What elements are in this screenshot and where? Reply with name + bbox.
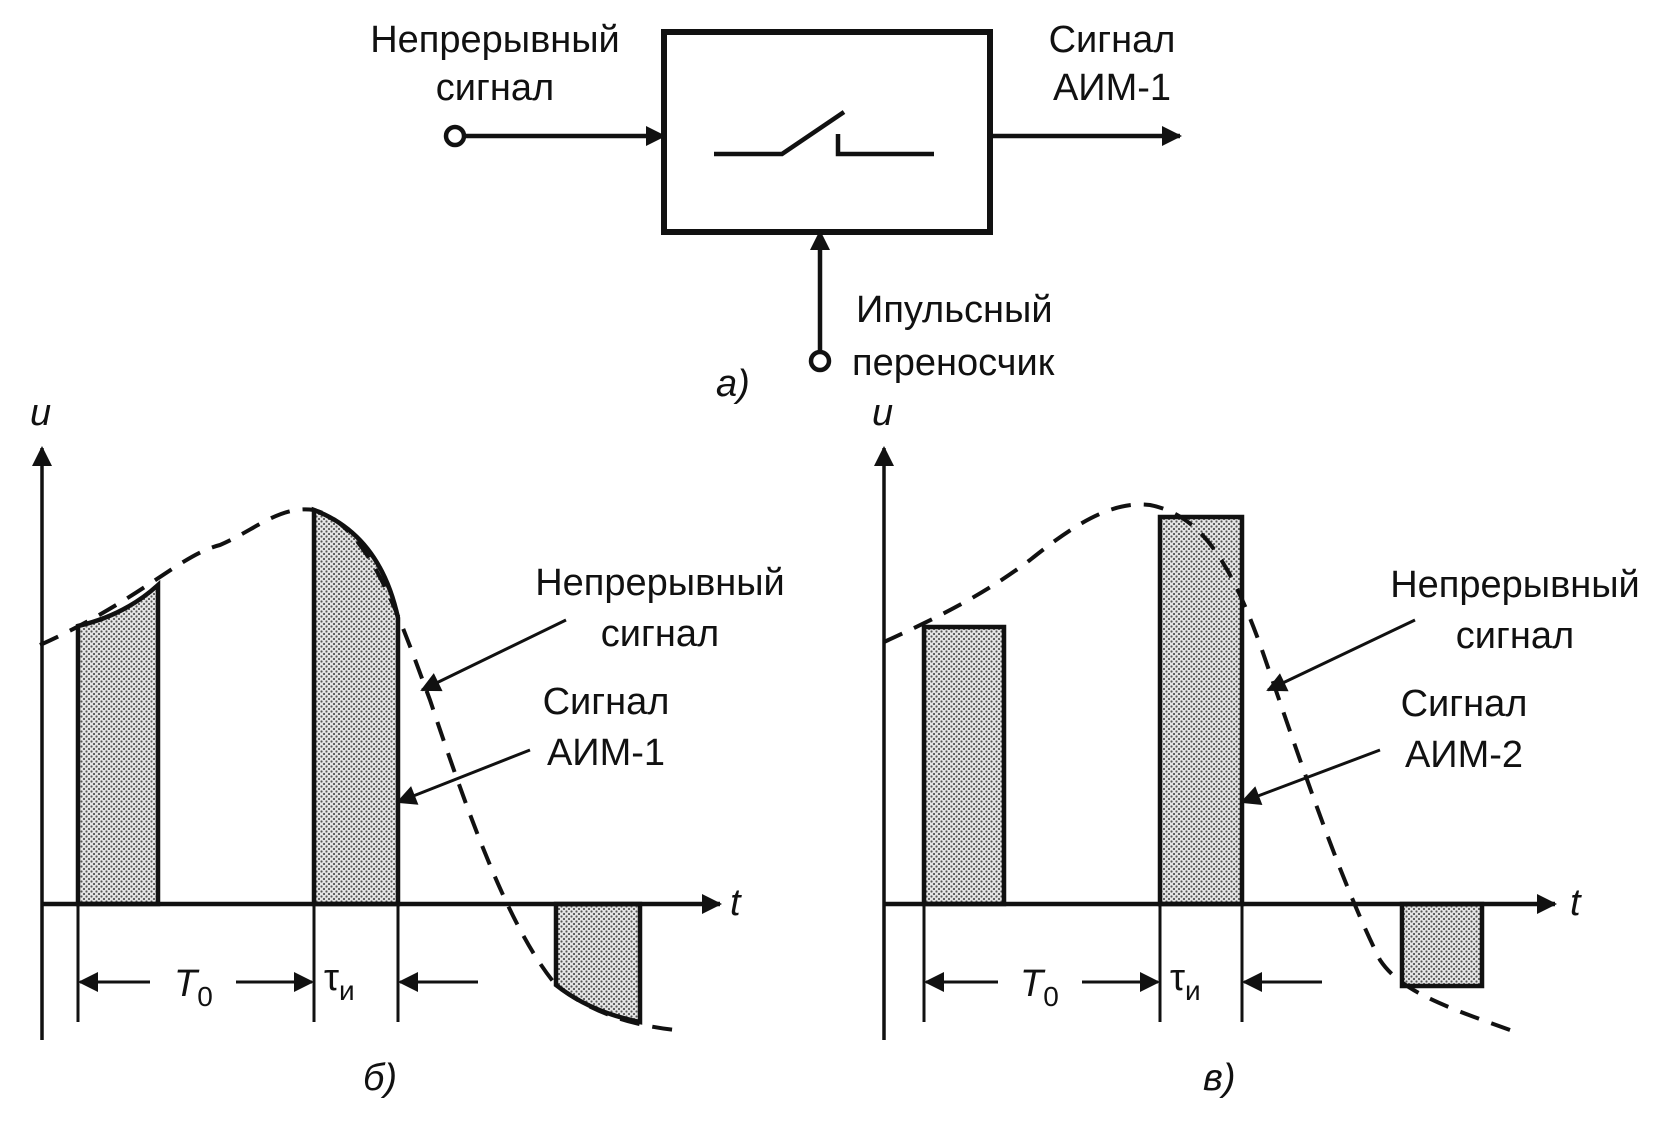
period-label-b: T0 xyxy=(174,963,213,1012)
continuous-pointer-c xyxy=(1266,618,1416,692)
pulse-width-label-c: τи xyxy=(1170,957,1201,1006)
pam2-pulse-3 xyxy=(1399,901,1485,989)
carrier-terminal xyxy=(808,349,832,373)
pam-label-line2-b: АИМ-1 xyxy=(547,732,665,774)
pam-label-line1-b: Сигнал xyxy=(543,681,670,723)
x-axis-label-c: t xyxy=(1570,882,1582,924)
input-label-line2: сигнал xyxy=(436,67,554,109)
continuous-pointer-b xyxy=(420,618,567,692)
pam-label-line2-c: АИМ-2 xyxy=(1405,734,1523,776)
caption-a: а) xyxy=(716,363,750,405)
output-label-line1: Сигнал xyxy=(1049,19,1176,61)
pam-label-line1-c: Сигнал xyxy=(1401,683,1528,725)
continuous-label-line1-c: Непрерывный xyxy=(1390,564,1640,606)
input-label-line1: Непрерывный xyxy=(370,19,620,61)
output-label-line2: АИМ-1 xyxy=(1053,67,1171,109)
caption-c: в) xyxy=(1203,1057,1236,1099)
panel-c: u t T0 τи Непрерывный сигнал Сигнал АИМ-… xyxy=(872,392,1640,1099)
carrier-label-line2: переносчик xyxy=(852,342,1055,384)
pam1-pulse-1 xyxy=(75,579,161,907)
x-axis-label-b: t xyxy=(730,882,742,924)
switch-block xyxy=(661,29,993,235)
pam1-pulse-2 xyxy=(311,506,401,907)
continuous-signal-b xyxy=(39,507,676,1032)
y-axis-label-c: u xyxy=(872,392,893,434)
pam1-pointer-b xyxy=(396,748,531,805)
pulse-width-label-b: τи xyxy=(324,957,355,1006)
panel-a: Непрерывный сигнал Сигнал АИМ-1 Ипульсны… xyxy=(370,19,1182,405)
pam2-pulse-1 xyxy=(921,624,1007,907)
continuous-label-line2-b: сигнал xyxy=(601,613,719,655)
carrier-label-line1: Ипульсный xyxy=(856,289,1053,331)
pam1-pulse-3 xyxy=(553,901,643,1025)
continuous-signal-c xyxy=(883,502,1511,1032)
continuous-label-line2-c: сигнал xyxy=(1456,615,1574,657)
caption-b: б) xyxy=(363,1057,397,1099)
period-label-c: T0 xyxy=(1020,963,1059,1012)
y-axis-label-b: u xyxy=(30,392,51,434)
pam2-pointer-c xyxy=(1240,748,1381,806)
switch-icon xyxy=(714,110,934,157)
input-terminal xyxy=(443,124,467,148)
panel-b: u t T0 τи Непрерывный сигнал Сигнал АИМ-… xyxy=(30,392,785,1099)
continuous-label-line1-b: Непрерывный xyxy=(535,562,785,604)
